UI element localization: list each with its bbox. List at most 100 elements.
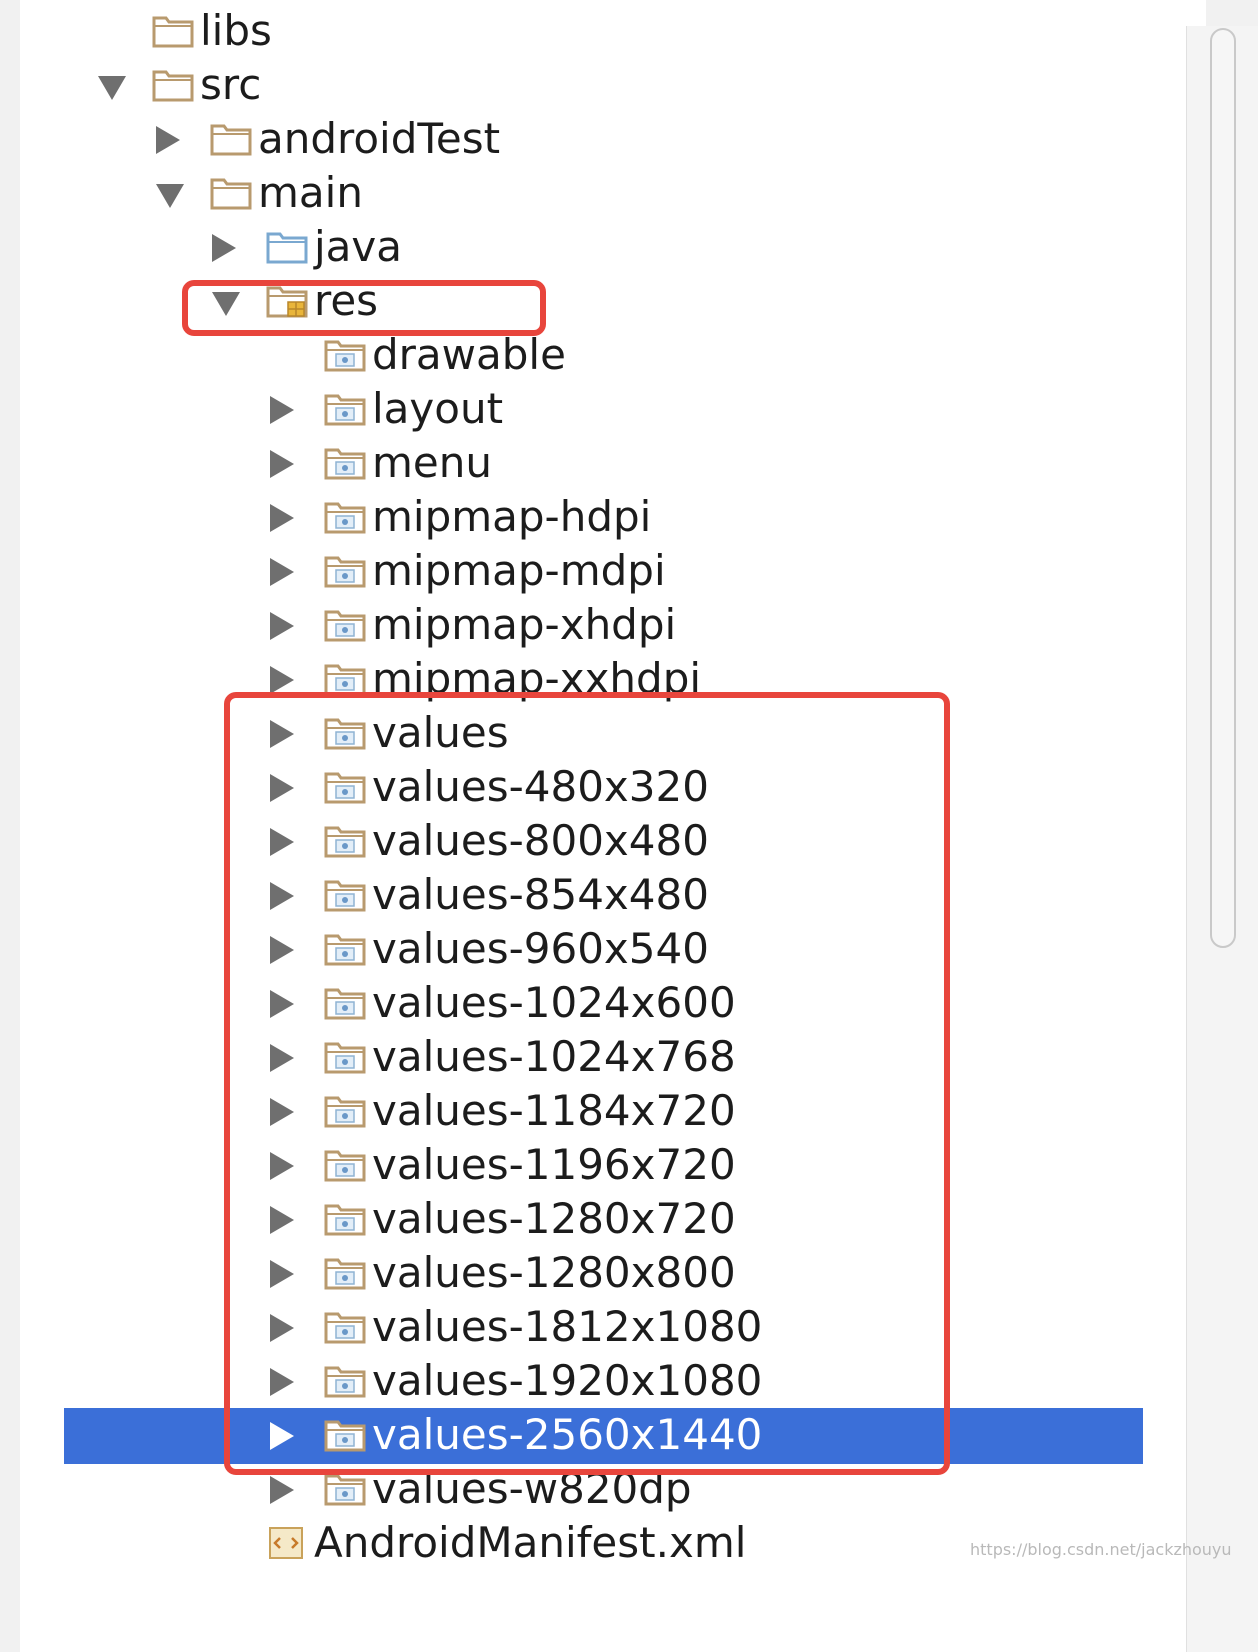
folder-plain-icon [152, 68, 194, 102]
tree-item-values-800x480[interactable]: values-800x480 [0, 814, 1200, 870]
tree-item-values-1024x768[interactable]: values-1024x768 [0, 1030, 1200, 1086]
tree-item-values-480x320[interactable]: values-480x320 [0, 760, 1200, 816]
folder-res-sub-icon [324, 1040, 366, 1074]
expand-arrow-icon[interactable] [270, 1098, 294, 1126]
folder-res-sub-icon [324, 1418, 366, 1452]
tree-item-values-960x540[interactable]: values-960x540 [0, 922, 1200, 978]
expand-arrow-icon[interactable] [270, 666, 294, 694]
expand-arrow-icon[interactable] [270, 1044, 294, 1072]
folder-res-sub-icon [324, 392, 366, 426]
folder-res-sub-icon [324, 1310, 366, 1344]
tree-item-label: values-1024x768 [372, 1032, 736, 1081]
expand-arrow-icon[interactable] [270, 936, 294, 964]
tree-item-values[interactable]: values [0, 706, 1200, 762]
expand-arrow-icon[interactable] [270, 396, 294, 424]
expand-arrow-icon[interactable] [270, 1314, 294, 1342]
expand-arrow-icon[interactable] [270, 1152, 294, 1180]
expand-arrow-icon[interactable] [270, 1206, 294, 1234]
expand-arrow-icon[interactable] [270, 504, 294, 532]
tree-item-label: values-1024x600 [372, 978, 736, 1027]
tree-item-java[interactable]: java [0, 220, 1200, 276]
tree-item-label: values-1184x720 [372, 1086, 736, 1135]
tree-item-label: main [258, 168, 363, 217]
folder-res-sub-icon [324, 1472, 366, 1506]
tree-item-values-854x480[interactable]: values-854x480 [0, 868, 1200, 924]
folder-plain-icon [152, 14, 194, 48]
expand-arrow-icon[interactable] [270, 612, 294, 640]
expand-arrow-icon[interactable] [270, 450, 294, 478]
tree-item-values-1920x1080[interactable]: values-1920x1080 [0, 1354, 1200, 1410]
expand-arrow-icon[interactable] [270, 1476, 294, 1504]
tree-item-label: values-1812x1080 [372, 1302, 763, 1351]
folder-resource-icon [266, 284, 308, 318]
tree-item-label: values [372, 708, 509, 757]
folder-res-sub-icon [324, 824, 366, 858]
folder-res-sub-icon [324, 662, 366, 696]
tree-item-values-1280x800[interactable]: values-1280x800 [0, 1246, 1200, 1302]
folder-source-icon [266, 230, 308, 264]
tree-item-values-1812x1080[interactable]: values-1812x1080 [0, 1300, 1200, 1356]
folder-res-sub-icon [324, 1364, 366, 1398]
tree-item-label: mipmap-xhdpi [372, 600, 677, 649]
folder-res-sub-icon [324, 554, 366, 588]
tree-item-label: AndroidManifest.xml [314, 1518, 747, 1567]
watermark: https://blog.csdn.net/jackzhouyu [970, 1540, 1232, 1559]
tree-item-androidtest[interactable]: androidTest [0, 112, 1200, 168]
tree-item-mipmap-xhdpi[interactable]: mipmap-xhdpi [0, 598, 1200, 654]
tree-item-mipmap-mdpi[interactable]: mipmap-mdpi [0, 544, 1200, 600]
collapse-arrow-icon[interactable] [212, 292, 240, 316]
folder-res-sub-icon [324, 1148, 366, 1182]
scrollbar-thumb[interactable] [1210, 28, 1236, 948]
tree-item-label: values-854x480 [372, 870, 709, 919]
expand-arrow-icon[interactable] [270, 558, 294, 586]
tree-item-label: src [200, 60, 262, 109]
tree-item-mipmap-hdpi[interactable]: mipmap-hdpi [0, 490, 1200, 546]
tree-item-src[interactable]: src [0, 58, 1200, 114]
tree-item-label: values-1920x1080 [372, 1356, 763, 1405]
tree-item-res[interactable]: res [0, 274, 1200, 330]
expand-arrow-icon[interactable] [270, 990, 294, 1018]
expand-arrow-icon[interactable] [270, 1422, 294, 1450]
tree-item-values-1184x720[interactable]: values-1184x720 [0, 1084, 1200, 1140]
expand-arrow-icon[interactable] [270, 1368, 294, 1396]
project-tree-panel [20, 0, 1206, 1652]
collapse-arrow-icon[interactable] [156, 184, 184, 208]
expand-arrow-icon[interactable] [212, 234, 236, 262]
tree-item-values-1280x720[interactable]: values-1280x720 [0, 1192, 1200, 1248]
tree-item-values-2560x1440[interactable]: values-2560x1440 [64, 1408, 1143, 1464]
tree-item-menu[interactable]: menu [0, 436, 1200, 492]
expand-arrow-icon[interactable] [270, 828, 294, 856]
folder-plain-icon [210, 176, 252, 210]
folder-res-sub-icon [324, 878, 366, 912]
tree-item-libs[interactable]: libs [0, 4, 1200, 60]
folder-res-sub-icon [324, 446, 366, 480]
tree-item-label: values-1196x720 [372, 1140, 736, 1189]
folder-res-sub-icon [324, 1094, 366, 1128]
folder-res-sub-icon [324, 932, 366, 966]
tree-item-label: libs [200, 6, 272, 55]
expand-arrow-icon[interactable] [270, 774, 294, 802]
tree-item-androidmanifest-xml[interactable]: AndroidManifest.xml [0, 1516, 1200, 1572]
tree-item-label: mipmap-hdpi [372, 492, 652, 541]
tree-item-drawable[interactable]: drawable [0, 328, 1200, 384]
tree-item-values-1196x720[interactable]: values-1196x720 [0, 1138, 1200, 1194]
collapse-arrow-icon[interactable] [98, 76, 126, 100]
folder-res-sub-icon [324, 1256, 366, 1290]
folder-res-sub-icon [324, 716, 366, 750]
expand-arrow-icon[interactable] [270, 720, 294, 748]
tree-item-label: java [314, 222, 402, 271]
folder-res-sub-icon [324, 986, 366, 1020]
tree-item-main[interactable]: main [0, 166, 1200, 222]
expand-arrow-icon[interactable] [156, 126, 180, 154]
tree-item-layout[interactable]: layout [0, 382, 1200, 438]
tree-item-label: values-2560x1440 [372, 1410, 763, 1459]
tree-item-values-1024x600[interactable]: values-1024x600 [0, 976, 1200, 1032]
folder-res-sub-icon [324, 770, 366, 804]
expand-arrow-icon[interactable] [270, 882, 294, 910]
folder-res-sub-icon [324, 500, 366, 534]
tree-item-label: values-1280x800 [372, 1248, 736, 1297]
manifest-file-icon [266, 1526, 308, 1560]
folder-res-sub-icon [324, 608, 366, 642]
expand-arrow-icon[interactable] [270, 1260, 294, 1288]
tree-item-label: androidTest [258, 114, 501, 163]
